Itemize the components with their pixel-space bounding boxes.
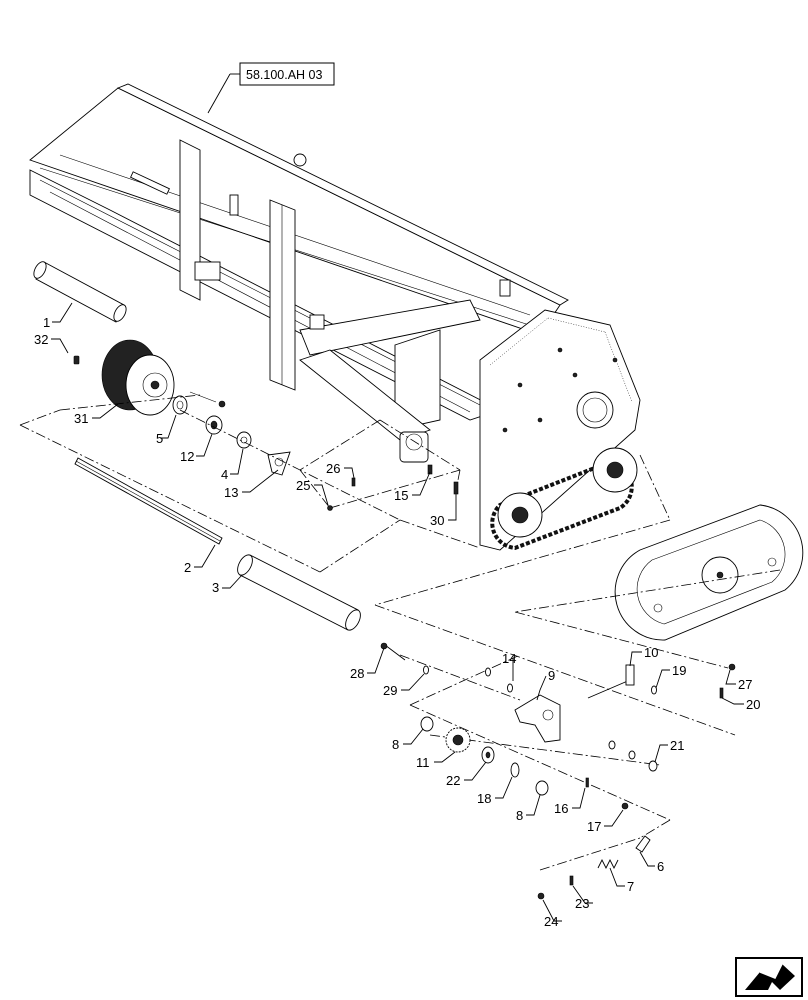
callout-25: 25 (296, 478, 310, 493)
callout-22: 22 (446, 773, 460, 788)
callout-31: 31 (74, 411, 88, 426)
callout-11: 11 (416, 755, 430, 770)
part-28-bolt[interactable] (380, 642, 406, 661)
part-12-bearing[interactable] (205, 415, 223, 435)
part-20-pin[interactable] (719, 687, 724, 699)
part-15-screw[interactable] (427, 464, 433, 475)
callout-13: 13 (224, 485, 238, 500)
part-18-ring[interactable] (510, 762, 520, 778)
reference-label: 58.100.AH 03 (246, 68, 322, 82)
callout-9: 9 (548, 668, 555, 683)
callout-7: 7 (627, 879, 634, 894)
part-4-bushing[interactable] (236, 431, 252, 449)
part-5-ring[interactable] (172, 395, 188, 415)
callout-23: 23 (575, 896, 589, 911)
part-6-hook[interactable] (635, 835, 651, 853)
callout-30: 30 (430, 513, 444, 528)
callout-28: 28 (350, 666, 364, 681)
callout-27: 27 (738, 677, 752, 692)
part-11-sprocket[interactable] (445, 727, 471, 753)
part-25-nut[interactable] (327, 505, 333, 511)
part-32-pin[interactable] (73, 355, 80, 365)
part-24-nut[interactable] (537, 892, 545, 900)
callout-numbers: 1 2 3 4 5 6 7 8 8 9 10 11 12 13 14 15 16… (34, 315, 760, 929)
callout-14: 14 (502, 651, 516, 666)
leader-lines (51, 302, 744, 922)
callout-6: 6 (657, 859, 664, 874)
part-8-bushing[interactable] (420, 716, 549, 796)
part-21-clip[interactable] (608, 740, 658, 772)
callout-15: 15 (394, 488, 408, 503)
part-2-shaft[interactable] (74, 457, 223, 545)
part-7-spring[interactable] (597, 858, 619, 870)
part-10-rod[interactable] (587, 664, 635, 699)
part-17-nut[interactable] (621, 802, 629, 810)
callout-10: 10 (644, 645, 658, 660)
callout-20: 20 (746, 697, 760, 712)
part-9-bracket[interactable] (514, 694, 561, 743)
callout-16: 16 (554, 801, 568, 816)
part-13-flange[interactable] (267, 451, 291, 476)
callout-24: 24 (544, 914, 558, 929)
callout-3: 3 (212, 580, 219, 595)
callout-18: 18 (477, 791, 491, 806)
callout-8b: 8 (516, 808, 523, 823)
part-31-drum[interactable] (101, 339, 226, 416)
part-16-pin[interactable] (585, 777, 589, 788)
callout-21: 21 (670, 738, 684, 753)
callout-17: 17 (587, 819, 601, 834)
callout-2: 2 (184, 560, 191, 575)
callout-8a: 8 (392, 737, 399, 752)
callout-4: 4 (221, 467, 228, 482)
next-page-arrow-icon[interactable] (735, 957, 803, 997)
callout-12: 12 (180, 449, 194, 464)
part-3-tube[interactable] (235, 552, 364, 632)
part-27-nut[interactable] (728, 663, 736, 671)
callout-19: 19 (672, 663, 686, 678)
part-22-bearing[interactable] (481, 746, 495, 764)
end-plate (399, 309, 641, 551)
part-19-washer[interactable] (651, 685, 657, 695)
callout-1: 1 (43, 315, 50, 330)
callout-32: 32 (34, 332, 48, 347)
part-26-washer[interactable] (351, 477, 356, 487)
part-30-bolt[interactable] (453, 481, 459, 495)
part-29-washer[interactable] (423, 665, 429, 675)
part-1-tube[interactable] (31, 260, 128, 324)
part-14-washer[interactable] (485, 667, 513, 693)
callout-29: 29 (383, 683, 397, 698)
reference-box[interactable]: 58.100.AH 03 (207, 62, 335, 114)
chain-cover (614, 504, 804, 641)
header-frame (29, 83, 569, 441)
part-23-pin[interactable] (569, 875, 574, 886)
callout-5: 5 (156, 431, 163, 446)
callout-26: 26 (326, 461, 340, 476)
